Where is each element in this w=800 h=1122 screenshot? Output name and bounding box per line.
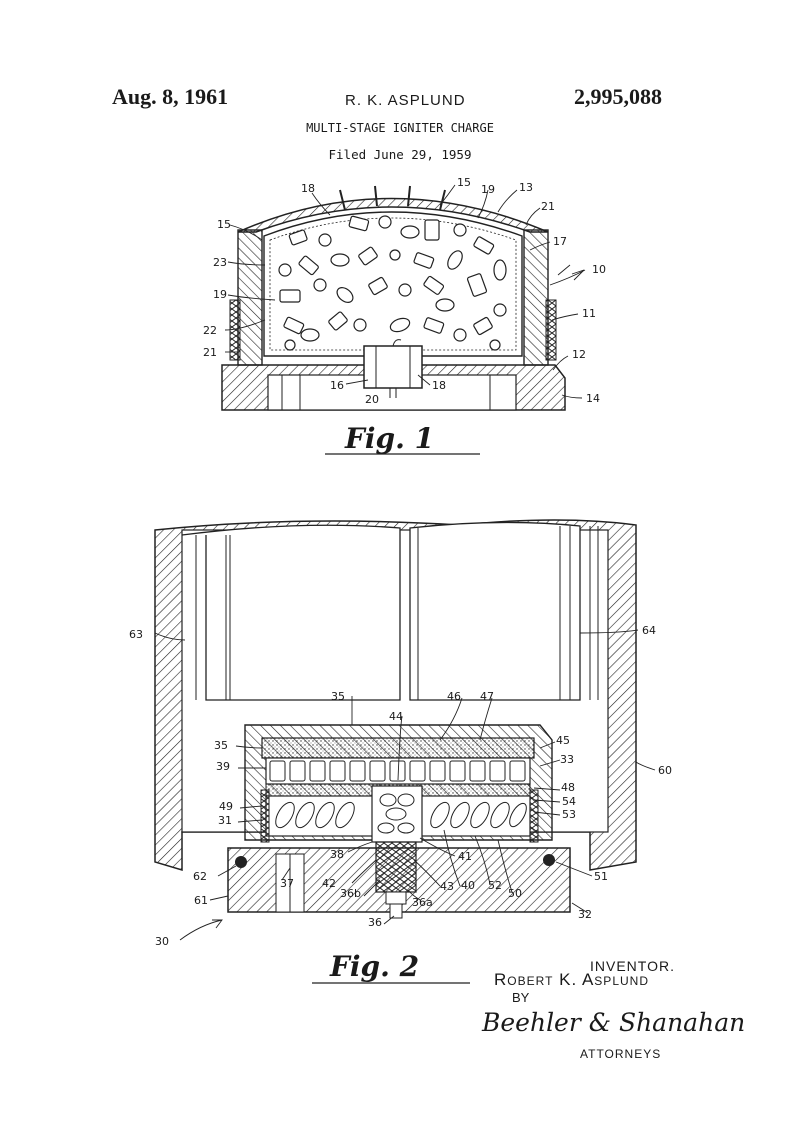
- fig2-ref-61: 61: [194, 894, 208, 907]
- fig2-ref-60: 60: [658, 764, 672, 777]
- fig1-ref-19: 19: [481, 183, 495, 196]
- fig2-ref-30: 30: [155, 935, 169, 948]
- attorneys-signature: Beehler & Shanahan: [482, 1008, 746, 1037]
- fig1-ref-11: 11: [582, 307, 596, 320]
- fig2-ref-33: 33: [560, 753, 574, 766]
- filed-date: Filed June 29, 1959: [328, 147, 472, 162]
- fig2-drawing: [154, 519, 656, 941]
- fig1-ref-21: 21: [541, 200, 555, 213]
- fig1-ref-10: 10: [592, 263, 606, 276]
- fig1-ref-18: 18: [301, 182, 315, 195]
- by-label: BY: [512, 990, 530, 1005]
- fig2-ref-47: 47: [480, 690, 494, 703]
- fig2-ref-62: 62: [193, 870, 207, 883]
- fig2-ref-36b: 36b: [340, 887, 361, 900]
- fig1-ref-15: 15: [457, 176, 471, 189]
- fig1-ref-13: 13: [519, 181, 533, 194]
- fig2-ref-36: 36: [368, 916, 382, 929]
- fig2-label: Fig. 2: [329, 950, 419, 983]
- fig2-ref-32: 32: [578, 908, 592, 921]
- fig2-ref-49: 49: [219, 800, 233, 813]
- fig2-ref-35b: 35: [214, 739, 228, 752]
- fig1-ref-20: 20: [365, 393, 379, 406]
- fig1-ref-15b: 15: [217, 218, 231, 231]
- fig1-ref-21b: 21: [203, 346, 217, 359]
- fig2-ref-50: 50: [508, 887, 522, 900]
- patent-number: 2,995,088: [574, 84, 662, 109]
- fig1-ref-19b: 19: [213, 288, 227, 301]
- fig2-ref-53: 53: [562, 808, 576, 821]
- fig2-ref-35: 35: [331, 690, 345, 703]
- fig2-ref-39: 39: [216, 760, 230, 773]
- fig2-ref-43: 43: [440, 880, 454, 893]
- fig1-label: Fig. 1: [344, 422, 434, 455]
- fig1-ref-18b: 18: [432, 379, 446, 392]
- fig1-ref-23: 23: [213, 256, 227, 269]
- fig2-ref-37: 37: [280, 877, 294, 890]
- fig2-ref-36a: 36a: [412, 896, 433, 909]
- fig1-drawing: [221, 184, 586, 411]
- fig1-ref-12: 12: [572, 348, 586, 361]
- fig1-ref-22: 22: [203, 324, 217, 337]
- fig2-ref-38: 38: [330, 848, 344, 861]
- fig2-ref-41: 41: [458, 850, 472, 863]
- fig2-ref-63: 63: [129, 628, 143, 641]
- fig2-ref-51: 51: [594, 870, 608, 883]
- fig1-ref-16: 16: [330, 379, 344, 392]
- fig2-ref-42: 42: [322, 877, 336, 890]
- inventor-header: R. K. ASPLUND: [345, 92, 466, 109]
- fig1-ref-14: 14: [586, 392, 600, 405]
- fig2-ref-64: 64: [642, 624, 656, 637]
- fig2-ref-48: 48: [561, 781, 575, 794]
- fig1-ref-17: 17: [553, 235, 567, 248]
- fig2-ref-52: 52: [488, 879, 502, 892]
- fig2-ref-40: 40: [461, 879, 475, 892]
- attorneys-label: ATTORNEYS: [580, 1047, 662, 1061]
- fig2-ref-54: 54: [562, 795, 576, 808]
- inventor-name: Robert K. Asplund: [494, 970, 649, 989]
- fig2-ref-31: 31: [218, 814, 232, 827]
- inventor-heading: INVENTOR.: [590, 958, 675, 974]
- fig2-ref-45: 45: [556, 734, 570, 747]
- fig2-ref-44: 44: [389, 710, 403, 723]
- patent-title: MULTI-STAGE IGNITER CHARGE: [306, 121, 494, 135]
- patent-date: Aug. 8, 1961: [112, 84, 229, 109]
- fig2-ref-46: 46: [447, 690, 461, 703]
